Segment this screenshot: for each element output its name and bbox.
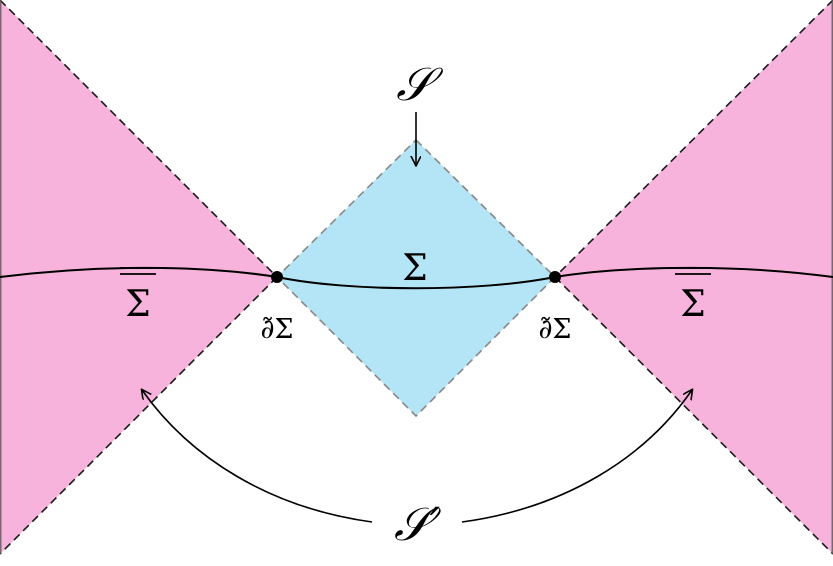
diamond-region	[275, 138, 557, 418]
surface-label-center: Σ	[402, 248, 427, 289]
surface-label-right: Σ	[675, 267, 711, 325]
left-wedge-lower-edge	[0, 276, 278, 555]
left-wedge-region	[0, 0, 277, 554]
svg-text:Σ: Σ	[125, 284, 150, 325]
right-wedge-lower-edge	[554, 276, 833, 555]
complement-label: 𝒮′	[394, 497, 441, 551]
boundary-label-right: ∂̃Σ	[538, 314, 571, 345]
diamond-label: 𝒮	[396, 57, 443, 111]
s-prime-left-arrow	[142, 390, 373, 523]
surface-curve	[0, 266, 833, 290]
right-wedge-region	[555, 0, 833, 554]
surface-label-left: Σ	[120, 267, 156, 325]
right-wedge-upper-edge	[554, 0, 833, 278]
svg-text:Σ: Σ	[680, 284, 705, 325]
boundary-point-left	[271, 271, 283, 283]
left-wedge-upper-edge	[0, 0, 278, 278]
boundary-point-right	[549, 271, 561, 283]
s-prime-right-arrow	[461, 390, 692, 523]
boundary-label-left: ∂̃Σ	[260, 314, 293, 345]
